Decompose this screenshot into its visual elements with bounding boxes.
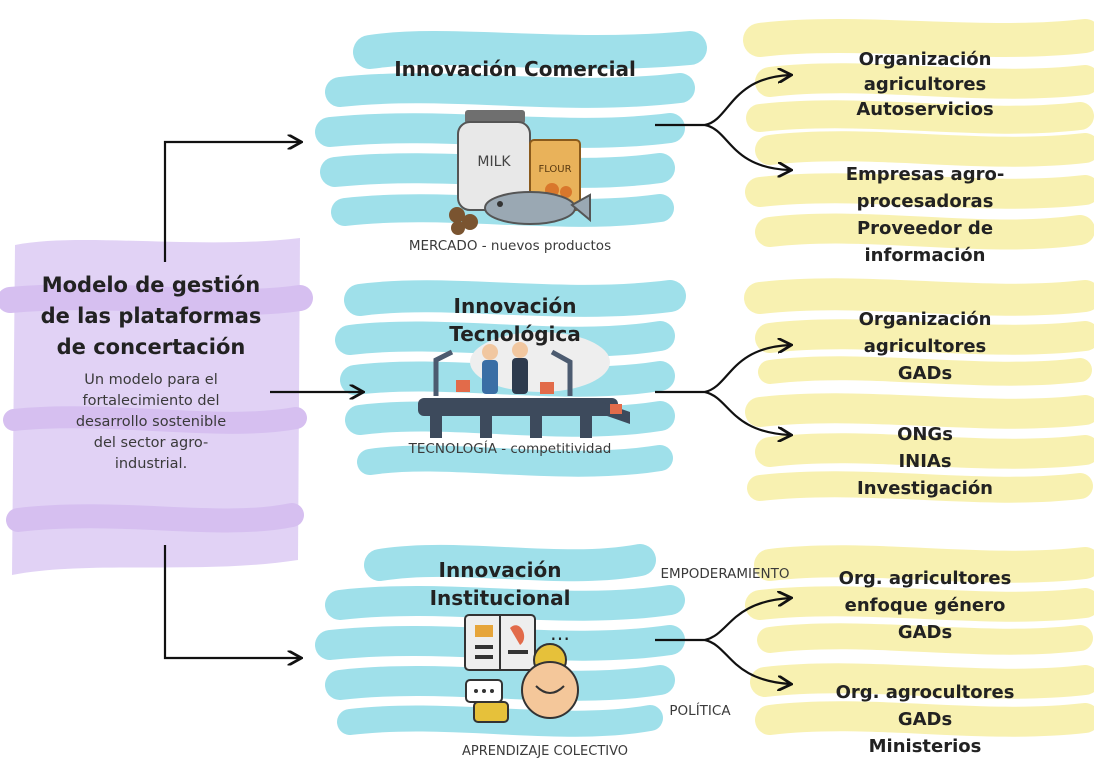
center-subtitle: Un modelo para el fortalecimiento del de… bbox=[40, 370, 262, 475]
outcome-box-2: Empresas agro- procesadoras Proveedor de… bbox=[800, 161, 1050, 269]
center-subtitle-line: Un modelo para el bbox=[84, 372, 218, 388]
outcome-box-6: Org. agrocultores GADs Ministerios bbox=[800, 679, 1050, 760]
center-title-line: de las plataformas bbox=[40, 304, 262, 328]
purple-wash bbox=[0, 238, 313, 575]
outcome-line: Organización bbox=[858, 49, 992, 70]
center-subtitle-line: desarrollo sostenible bbox=[75, 414, 227, 430]
outcome-line: INIAs bbox=[898, 451, 952, 472]
outcome-line: GADs bbox=[897, 709, 953, 730]
outcome-line: agricultores bbox=[863, 74, 987, 95]
branch-title-line: Tecnológica bbox=[449, 322, 581, 346]
connector-to-institucional bbox=[163, 545, 300, 658]
branch-caption-comercial: MERCADO - nuevos productos bbox=[408, 238, 612, 254]
center-subtitle-line: del sector agro- bbox=[93, 435, 209, 451]
outcome-line: procesadoras bbox=[856, 191, 994, 212]
outcome-forks bbox=[655, 75, 790, 684]
branch-title-institucional: Innovación Institucional bbox=[400, 556, 600, 612]
outcome-line: Organización bbox=[858, 309, 992, 330]
center-title: Modelo de gestión de las plataformas de … bbox=[22, 270, 280, 363]
outcome-line: Autoservicios bbox=[856, 99, 994, 120]
grocery-icon: MILK FLOUR bbox=[449, 110, 591, 235]
outcome-line: Empresas agro- bbox=[845, 164, 1005, 185]
outcome-line: Org. agricultores bbox=[838, 568, 1012, 589]
outcome-box-5: Org. agricultores enfoque género GADs bbox=[800, 565, 1050, 646]
milk-label: MILK bbox=[477, 154, 511, 170]
flour-label: FLOUR bbox=[538, 164, 571, 175]
learning-icon: … bbox=[464, 614, 579, 723]
branch-caption-institucional: APRENDIZAJE COLECTIVO bbox=[461, 744, 629, 759]
center-title-line: de concertación bbox=[56, 335, 246, 359]
outcome-line: Investigación bbox=[857, 478, 993, 499]
outcome-line: GADs bbox=[897, 363, 953, 384]
branch-caption-tecnologica: TECNOLOGÍA - competitividad bbox=[408, 441, 612, 457]
outcome-line: Ministerios bbox=[868, 736, 982, 757]
center-subtitle-line: fortalecimiento del bbox=[82, 393, 220, 409]
center-connectors bbox=[163, 142, 362, 658]
factory-line-icon bbox=[418, 332, 630, 438]
outcome-line: GADs bbox=[897, 622, 953, 643]
branch-title-line: Innovación bbox=[438, 558, 562, 582]
outcome-line: ONGs bbox=[897, 424, 953, 445]
outcome-box-1: Organización agricultores Autoservicios bbox=[800, 47, 1050, 122]
side-label-empoderamiento: EMPODERAMIENTO bbox=[660, 566, 790, 582]
branch-title-tecnologica: Innovación Tecnológica bbox=[400, 292, 630, 348]
side-label-politica: POLÍTICA bbox=[669, 703, 731, 719]
outcome-line: agricultores bbox=[863, 336, 987, 357]
center-title-line: Modelo de gestión bbox=[41, 273, 261, 297]
connector-to-comercial bbox=[163, 142, 300, 262]
branch-title-line: Innovación bbox=[453, 294, 577, 318]
outcome-box-4: ONGs INIAs Investigación bbox=[800, 421, 1050, 502]
yellow-washes bbox=[743, 19, 1094, 737]
outcome-line: Proveedor de bbox=[856, 218, 994, 239]
outcome-line: enfoque género bbox=[844, 595, 1006, 616]
outcome-box-3: Organización agricultores GADs bbox=[800, 306, 1050, 387]
outcome-line: información bbox=[864, 245, 986, 266]
center-subtitle-line: industrial. bbox=[114, 456, 188, 472]
cyan-wash-institucional bbox=[315, 544, 685, 737]
outcome-line: Org. agrocultores bbox=[835, 682, 1015, 703]
branch-title-comercial: Innovación Comercial bbox=[360, 56, 670, 82]
branch-title-line: Innovación Comercial bbox=[394, 57, 636, 81]
branch-title-line: Institucional bbox=[429, 586, 571, 610]
ellipsis-glyph: … bbox=[550, 621, 570, 645]
